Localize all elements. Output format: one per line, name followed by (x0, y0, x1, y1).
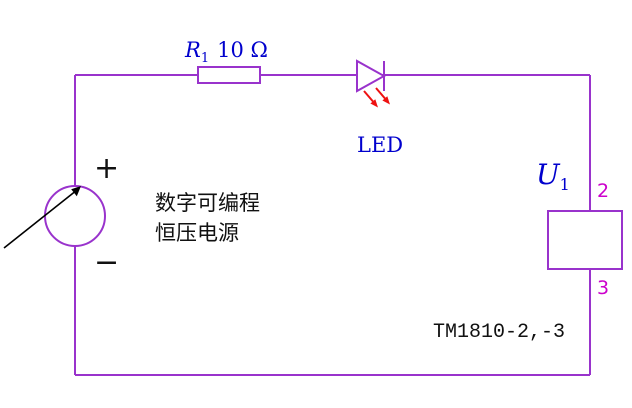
resistor-value: 10 Ω (217, 38, 268, 62)
ic-body (547, 210, 623, 270)
ic-ref-label: U1 (536, 158, 570, 194)
source-label-line2: 恒压电源 (155, 221, 239, 245)
led-label: LED (357, 133, 403, 157)
led-arrow-2-head (382, 96, 390, 105)
ic-pin-top-number: 2 (597, 180, 609, 202)
source-plus-sign: + (94, 151, 119, 186)
resistor-label: R1 10 Ω (184, 38, 268, 66)
part-number-label: TM1810-2,-3 (433, 321, 565, 344)
resistor-symbol (197, 66, 261, 84)
resistor-ref: R (184, 38, 201, 62)
led-emission-arrows-icon (363, 87, 390, 108)
source-circle (44, 185, 106, 247)
ic-ref: U (536, 158, 561, 191)
led-symbol (356, 59, 390, 108)
ic-pin-bottom-number: 3 (597, 277, 609, 299)
source-label-line1: 数字可编程 (155, 191, 260, 215)
source-adjust-line (3, 189, 78, 249)
led-arrow-1-head (370, 99, 378, 108)
ic-ref-sub: 1 (560, 175, 570, 194)
led-arrow-2 (375, 87, 386, 100)
voltage-source-symbol: + − (3, 151, 119, 280)
resistor-ref-sub: 1 (201, 51, 209, 66)
ic-block-symbol: 2 3 (547, 180, 623, 299)
resistor-body (197, 66, 261, 84)
led-triangle (356, 59, 387, 93)
source-arrow-head-icon (71, 186, 81, 197)
led-arrow-1 (363, 90, 374, 103)
source-minus-sign: − (94, 245, 119, 280)
